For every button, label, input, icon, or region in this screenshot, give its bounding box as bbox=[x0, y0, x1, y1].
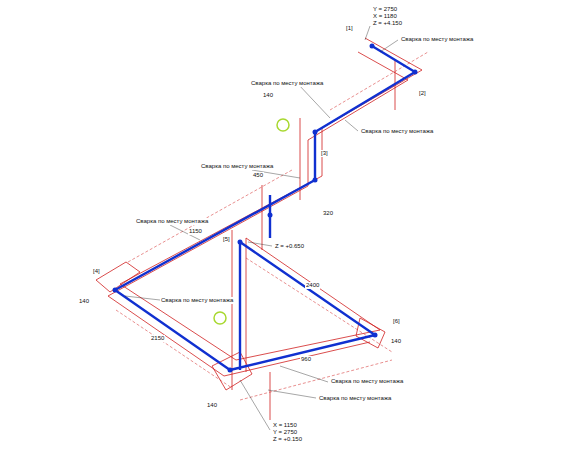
callout-number: [2] bbox=[418, 90, 427, 97]
dimension-label: 140 bbox=[206, 402, 218, 409]
leader-line bbox=[125, 26, 398, 430]
pipe-line bbox=[115, 46, 415, 370]
highlight-circle bbox=[214, 119, 289, 324]
note-label: Y = 2750 bbox=[372, 6, 398, 13]
callout-number: [5] bbox=[222, 236, 231, 243]
dimension-label: 1150 bbox=[188, 228, 203, 235]
callout-number: [4] bbox=[92, 268, 101, 275]
dimension-label: 320 bbox=[322, 210, 334, 217]
dimension-line bbox=[116, 52, 428, 400]
weld-point bbox=[113, 44, 418, 373]
note-label: Сварка по месту монтажа bbox=[250, 80, 324, 87]
dimension-label: 2400 bbox=[305, 282, 320, 289]
dimension-label: 2150 bbox=[150, 335, 165, 342]
note-label: X = 1150 bbox=[272, 422, 298, 429]
note-label: Сварка по месту монтажа bbox=[400, 36, 474, 43]
note-label: Z = +0.650 bbox=[274, 243, 305, 250]
note-label: Y = 2750 bbox=[272, 429, 298, 436]
note-label: X = 1180 bbox=[372, 13, 398, 20]
note-label: Сварка по месту монтажа bbox=[318, 395, 392, 402]
dimension-label: 450 bbox=[252, 172, 264, 179]
note-label: Z = +0.150 bbox=[272, 436, 303, 443]
callout-number: [1] bbox=[345, 25, 354, 32]
dimension-label: 140 bbox=[390, 338, 402, 345]
note-label: Сварка по месту монтажа bbox=[200, 163, 274, 170]
dimension-label: 960 bbox=[300, 356, 312, 363]
note-label: Z = +4.150 bbox=[372, 20, 403, 27]
note-label: Сварка по месту монтажа bbox=[360, 128, 434, 135]
note-label: Сварка по месту монтажа bbox=[330, 378, 404, 385]
dimension-label: 140 bbox=[78, 298, 90, 305]
note-label: Сварка по месту монтажа bbox=[135, 218, 209, 225]
callout-number: [6] bbox=[392, 318, 401, 325]
callout-number: [3] bbox=[320, 150, 329, 157]
note-label: Сварка по месту монтажа bbox=[160, 297, 234, 304]
dimension-label: 140 bbox=[262, 92, 274, 99]
support-outline bbox=[96, 38, 422, 420]
